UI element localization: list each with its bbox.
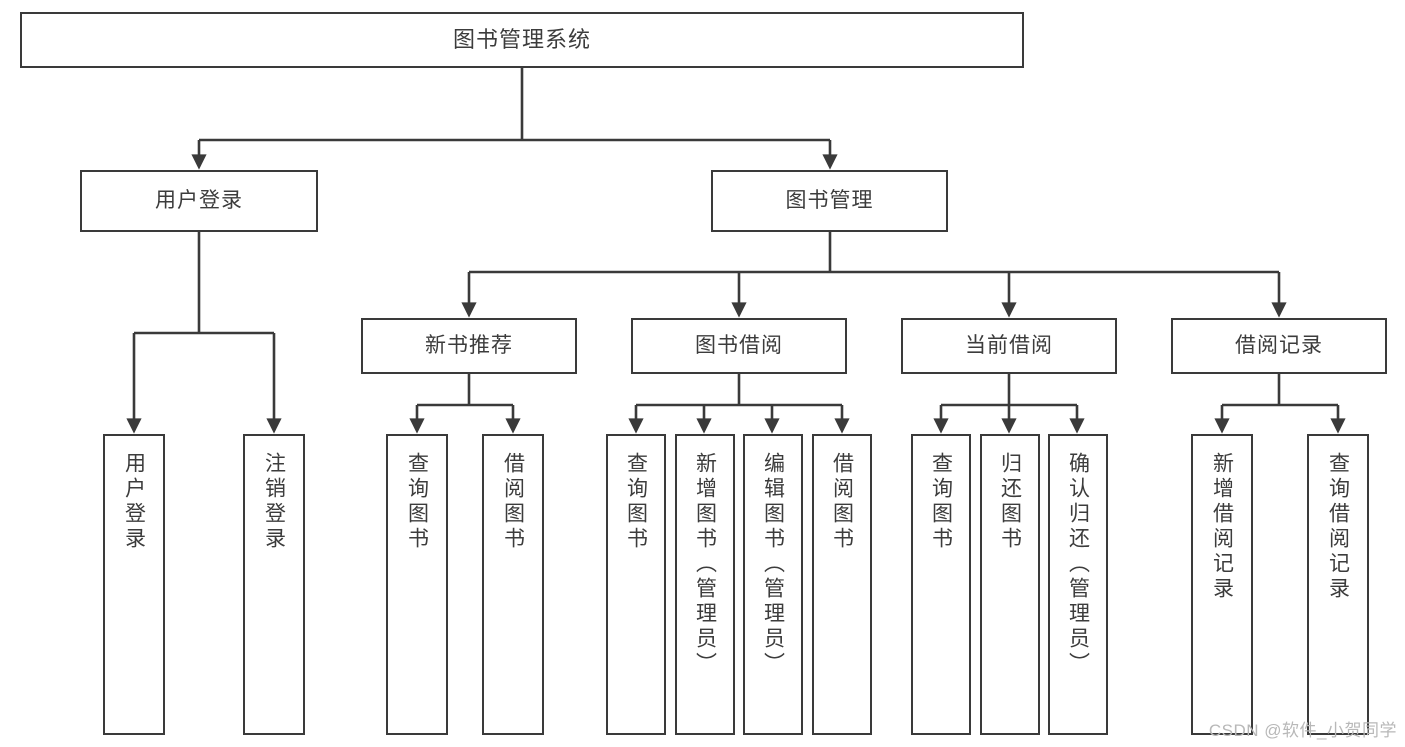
leaf-user-login-logout[interactable]: 注销登录 xyxy=(243,434,305,735)
node-label: 新书推荐 xyxy=(425,333,513,357)
leaf-borrow-record-query-record[interactable]: 查询借阅记录 xyxy=(1307,434,1369,735)
node-label: 借阅图书 xyxy=(501,452,525,552)
node-book-management[interactable]: 图书管理 xyxy=(711,170,948,232)
node-new-book-recommend[interactable]: 新书推荐 xyxy=(361,318,577,374)
leaf-current-borrow-return-book[interactable]: 归还图书 xyxy=(980,434,1040,735)
leaf-book-borrow-add-book-admin[interactable]: 新增图书（管理员） xyxy=(675,434,735,735)
node-label: 图书管理 xyxy=(785,188,874,212)
node-label: 新增借阅记录 xyxy=(1210,452,1234,602)
node-label: 编辑图书（管理员） xyxy=(761,452,785,677)
node-label: 新增图书（管理员） xyxy=(693,452,717,677)
node-label: 查询图书 xyxy=(624,452,648,552)
node-label: 用户登录 xyxy=(122,452,146,552)
watermark-text: CSDN @软件_小贺同学 xyxy=(1208,721,1397,740)
leaf-new-book-borrow-book[interactable]: 借阅图书 xyxy=(482,434,544,735)
node-label: 归还图书 xyxy=(998,452,1022,552)
node-borrow-record[interactable]: 借阅记录 xyxy=(1171,318,1387,374)
node-label: 借阅记录 xyxy=(1235,333,1323,357)
leaf-user-login-login[interactable]: 用户登录 xyxy=(103,434,165,735)
leaf-new-book-query-book[interactable]: 查询图书 xyxy=(386,434,448,735)
leaf-book-borrow-borrow-book[interactable]: 借阅图书 xyxy=(812,434,872,735)
node-label: 图书管理系统 xyxy=(452,27,591,53)
node-user-login[interactable]: 用户登录 xyxy=(80,170,318,232)
node-label: 图书借阅 xyxy=(695,333,783,357)
leaf-book-borrow-query-book[interactable]: 查询图书 xyxy=(606,434,666,735)
node-label: 当前借阅 xyxy=(965,333,1053,357)
node-label: 查询图书 xyxy=(929,452,953,552)
node-label: 注销登录 xyxy=(262,452,286,552)
node-label: 借阅图书 xyxy=(830,452,854,552)
leaf-current-borrow-confirm-return-admin[interactable]: 确认归还（管理员） xyxy=(1048,434,1108,735)
leaf-current-borrow-query-book[interactable]: 查询图书 xyxy=(911,434,971,735)
node-label: 用户登录 xyxy=(155,188,243,212)
node-label: 查询图书 xyxy=(405,452,429,552)
node-root-book-management-system[interactable]: 图书管理系统 xyxy=(20,12,1024,68)
leaf-borrow-record-add-record[interactable]: 新增借阅记录 xyxy=(1191,434,1253,735)
node-label: 查询借阅记录 xyxy=(1326,452,1350,602)
leaf-book-borrow-edit-book-admin[interactable]: 编辑图书（管理员） xyxy=(743,434,803,735)
node-book-borrow[interactable]: 图书借阅 xyxy=(631,318,847,374)
node-current-borrow[interactable]: 当前借阅 xyxy=(901,318,1117,374)
node-label: 确认归还（管理员） xyxy=(1066,452,1090,677)
